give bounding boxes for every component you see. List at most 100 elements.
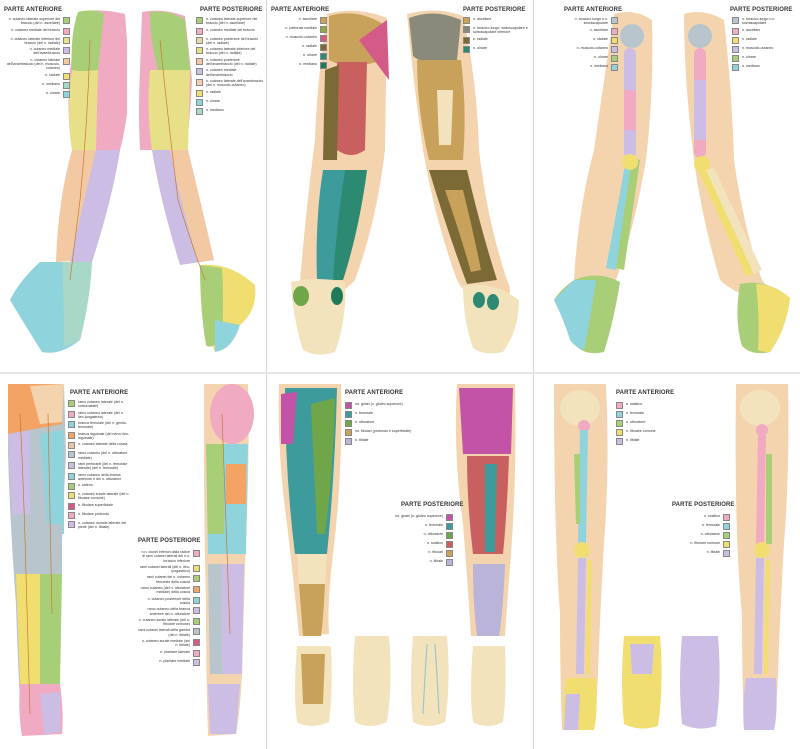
legend-label: n. cutaneo dorsale laterale del piede (d… (78, 520, 127, 530)
legend-swatch (68, 400, 75, 407)
legend-swatch (723, 523, 730, 530)
legend-item: n. cutaneo posteriore dell'avambraccio (… (196, 57, 264, 67)
arm-skin-post-header: PARTE POSTERIORE (200, 7, 263, 13)
legend-swatch (446, 559, 453, 566)
legend-item: nn. glutei (n. gluteo superiore) (389, 514, 453, 521)
arm-muscle-ant-pect (359, 20, 389, 80)
legend-item: n. ascellare (732, 27, 794, 35)
legend-item: rami cutanei laterali della gamba (del n… (138, 628, 200, 637)
arm-bone-ant-humerus-mid (624, 90, 636, 130)
leg-skin-ant-legend: ramo cutaneo laterale (del n. sottocosta… (68, 400, 130, 531)
legend-item: branca inguinale (del nervo ileo-inguina… (68, 431, 130, 441)
legend-swatch (345, 411, 352, 418)
divider-v1 (266, 0, 267, 749)
legend-label: n. tibiale (626, 438, 640, 442)
legend-item: n. cutaneo laterale della coscia (68, 442, 130, 450)
arm-muscle-post-triceps-light (437, 90, 453, 145)
legend-item: n. fibulare comune (616, 429, 686, 436)
arm-skin-ant-hand-b (62, 262, 92, 346)
leg-muscle-post-header: PARTE POSTERIORE (401, 502, 464, 508)
legend-label: n. sciatico (704, 514, 720, 518)
leg-skin-post-thigh-o (226, 464, 246, 504)
legend-swatch (196, 27, 203, 35)
leg-bone-post-hip (756, 424, 768, 436)
legend-item: n. otturatore (670, 532, 730, 539)
legend-label: ramo cutaneo della branca anteriore e de… (78, 472, 122, 481)
arm-muscle-ant-forearm-b (333, 170, 367, 280)
arm-skin-nerve-lines (69, 39, 206, 281)
leg-skin-post-calf-b (208, 564, 222, 674)
leg-skin-ant-header: PARTE ANTERIORE (70, 390, 129, 396)
legend-item: n. otturatore (389, 532, 453, 539)
legend-item: n. radiale (732, 36, 794, 44)
legend-label: n. cutaneo laterale superiore del bracci… (8, 17, 60, 26)
legend-swatch (616, 402, 623, 409)
legend-swatch (68, 511, 75, 519)
arm-bone-ant-head (620, 24, 644, 48)
legend-label: rami cutanei laterali (del n. ileo-ipoga… (140, 564, 190, 574)
legend-label: n. safeno (78, 483, 93, 488)
leg-bone-ant-tibia (576, 558, 586, 674)
legend-item: n. mediano (562, 63, 618, 71)
legend-swatch (320, 53, 327, 60)
leg-skin-post-header: PARTE POSTERIORE (138, 538, 201, 544)
arm-bone-post-ulna (706, 168, 762, 274)
leg-skin-post-thigh-b (206, 444, 224, 534)
legend-swatch (732, 45, 739, 53)
leg-bone-ant-knee (574, 542, 590, 558)
legend-label: n. ascellare (473, 17, 492, 21)
arm-bone-ant-header: PARTE ANTERIORE (564, 7, 623, 13)
legend-swatch (63, 72, 70, 80)
legend-swatch (345, 420, 352, 427)
legend-label: n. ulnare (46, 90, 60, 95)
legend-label: n. mediano (742, 63, 760, 68)
legend-item: n. cutaneo surale laterale (del n. fibul… (138, 617, 200, 627)
panel-leg-muscle: PARTE ANTERIORE nn. glutei (n. gluteo su… (267, 374, 533, 749)
legend-swatch (68, 492, 75, 500)
legend-label: n. cutaneo laterale superiore del bracci… (206, 17, 258, 26)
legend-swatch (193, 649, 200, 657)
legend-label: n. cutaneo laterale dell'avambraccio (de… (206, 78, 264, 88)
legend-swatch (196, 17, 203, 24)
leg-muscle-foot-2 (353, 636, 391, 726)
legend-swatch (68, 431, 75, 439)
legend-item: n. cutaneo laterale dell'avambraccio (de… (196, 78, 264, 88)
arm-bone-illustration (554, 0, 790, 372)
legend-item: n. cutaneo posteriore del braccio (del n… (196, 36, 264, 46)
legend-swatch (196, 78, 203, 86)
legend-item: n. cutaneo laterale dell'avambraccio (de… (4, 57, 70, 71)
divider-h (0, 372, 800, 374)
legend-item: n. mediano (732, 63, 794, 71)
legend-label: n. muscolo-cutaneo (576, 45, 608, 50)
leg-muscle-foot-3 (411, 636, 449, 726)
legend-label: n. femorale (425, 523, 443, 527)
legend-label: n. fibulari (428, 550, 443, 554)
arm-skin-post-legend: n. cutaneo laterale superiore del bracci… (196, 17, 264, 117)
legend-swatch (196, 47, 203, 55)
legend-item: n. cutaneo laterale inferiore del bracci… (196, 47, 264, 56)
arm-muscle-post-header: PARTE POSTERIORE (463, 7, 526, 13)
legend-item: n. cutaneo mediale del braccio (4, 27, 70, 35)
arm-bone-ant-elbow (622, 154, 638, 170)
arm-bone-post-radius (698, 168, 756, 276)
legend-swatch (446, 532, 453, 539)
legend-item: ramo cutaneo laterale (del n. sottocosta… (68, 400, 130, 409)
leg-bone-ant-fibula (586, 560, 592, 674)
legend-item: n. radiale (196, 89, 264, 97)
legend-swatch (463, 36, 470, 44)
legend-swatch (68, 461, 75, 469)
legend-swatch (193, 550, 200, 557)
leg-muscle-illustration (278, 384, 516, 726)
legend-item: n. ulnare (562, 54, 618, 62)
arm-skin-post-shoulder (150, 11, 190, 70)
legend-swatch (196, 107, 203, 115)
legend-item: n. cutaneo surale mediale (del n. tibial… (138, 639, 200, 648)
legend-swatch (196, 36, 203, 44)
legend-item: n. ulnare (463, 45, 529, 53)
legend-label: n. femorale (626, 411, 644, 415)
arm-bone-post-head (688, 24, 712, 48)
legend-item: n. tibiale (389, 559, 453, 566)
legend-swatch (446, 523, 453, 530)
legend-label: n. fibulare profondo (78, 511, 109, 516)
